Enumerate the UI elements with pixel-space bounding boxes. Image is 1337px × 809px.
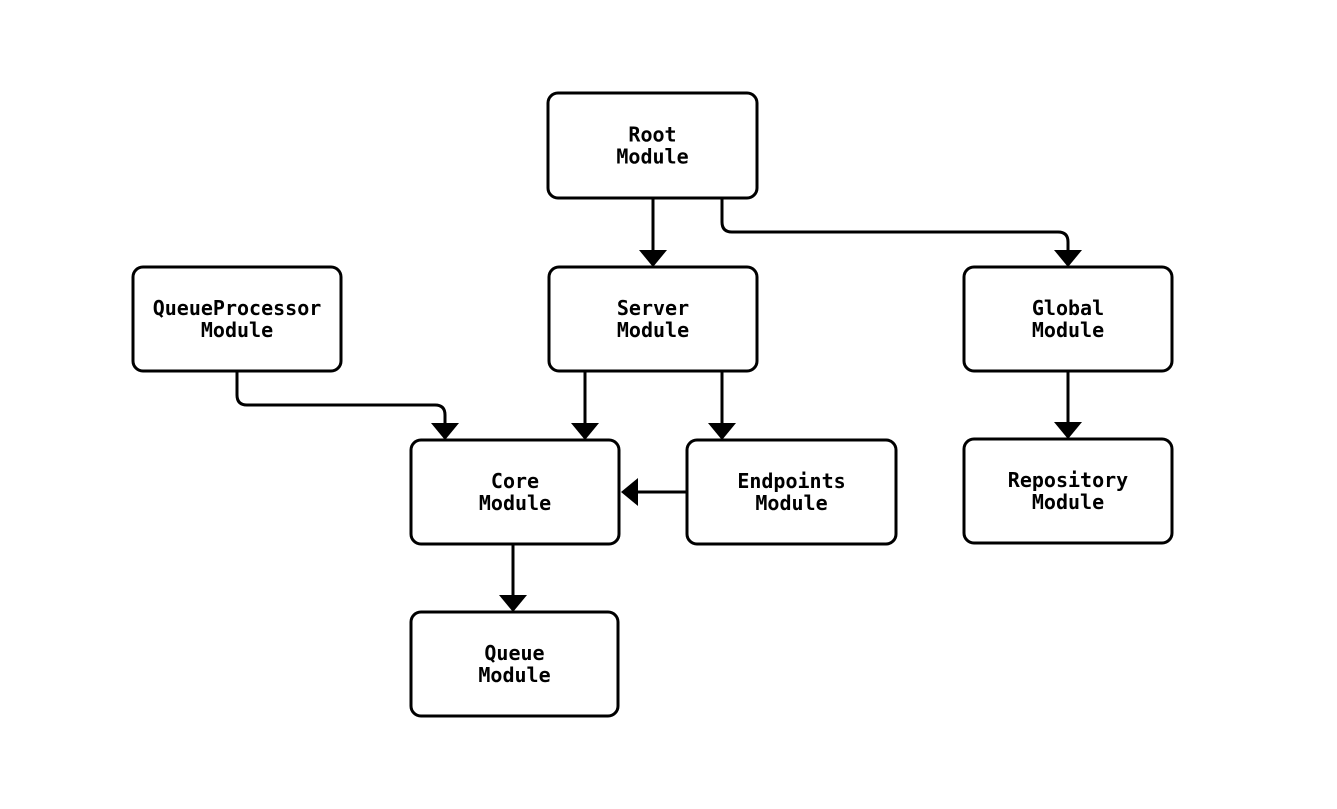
edge-global-to-repository [1054,371,1082,439]
edge-server-to-core [571,371,599,440]
edge-root-to-global [720,198,1082,267]
node-box [131,265,343,373]
edge-endpoints-to-core [621,478,687,506]
edge-queueprocessor-to-core [235,371,459,440]
arrowhead-icon [571,423,599,440]
edge-line [235,371,447,426]
arrowhead-icon [708,423,736,440]
node-box [962,437,1174,545]
arrowhead-icon [499,595,527,612]
node-box [685,438,898,546]
edge-core-to-queue [499,544,527,612]
node-box [409,610,620,718]
node-box [409,438,621,546]
edge-server-to-endpoints [708,371,736,440]
edge-line [720,198,1070,253]
edge-root-to-server [639,198,667,267]
arrowhead-icon [431,423,459,440]
arrowhead-icon [1054,422,1082,439]
arrowhead-icon [621,478,638,506]
node-box [547,265,759,373]
arrowhead-icon [1054,250,1082,267]
node-box [546,91,759,200]
arrowhead-icon [639,250,667,267]
node-box [962,265,1174,373]
